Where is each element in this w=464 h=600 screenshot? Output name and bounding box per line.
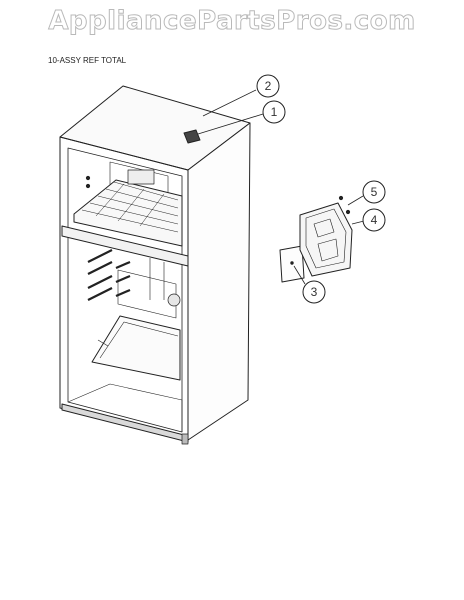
svg-text:5: 5 (371, 185, 378, 199)
callout-3: 3 (302, 280, 326, 304)
svg-text:3: 3 (311, 285, 318, 299)
site-watermark: AppliancePartsPros.com (48, 6, 416, 37)
divider-mullion (61, 225, 189, 267)
top-component-part-1 (183, 129, 201, 144)
shelf-rails (87, 249, 131, 301)
toe-grille (61, 403, 189, 443)
cabinet-side-panel (187, 122, 251, 441)
thermostat-knob (167, 293, 181, 307)
callout-2: 2 (256, 74, 280, 98)
diagram-title: 10-ASSY REF TOTAL (48, 56, 127, 65)
part-4-housing (299, 202, 353, 277)
svg-text:1: 1 (271, 105, 278, 119)
crisper-cover (91, 315, 181, 381)
callout-4: 4 (362, 208, 386, 232)
svg-text:4: 4 (371, 213, 378, 227)
callout-1: 1 (262, 100, 286, 124)
svg-text:2: 2 (265, 79, 272, 93)
callout-5: 5 (362, 180, 386, 204)
part-5-screw (338, 195, 344, 201)
freezer-vent (127, 169, 155, 185)
